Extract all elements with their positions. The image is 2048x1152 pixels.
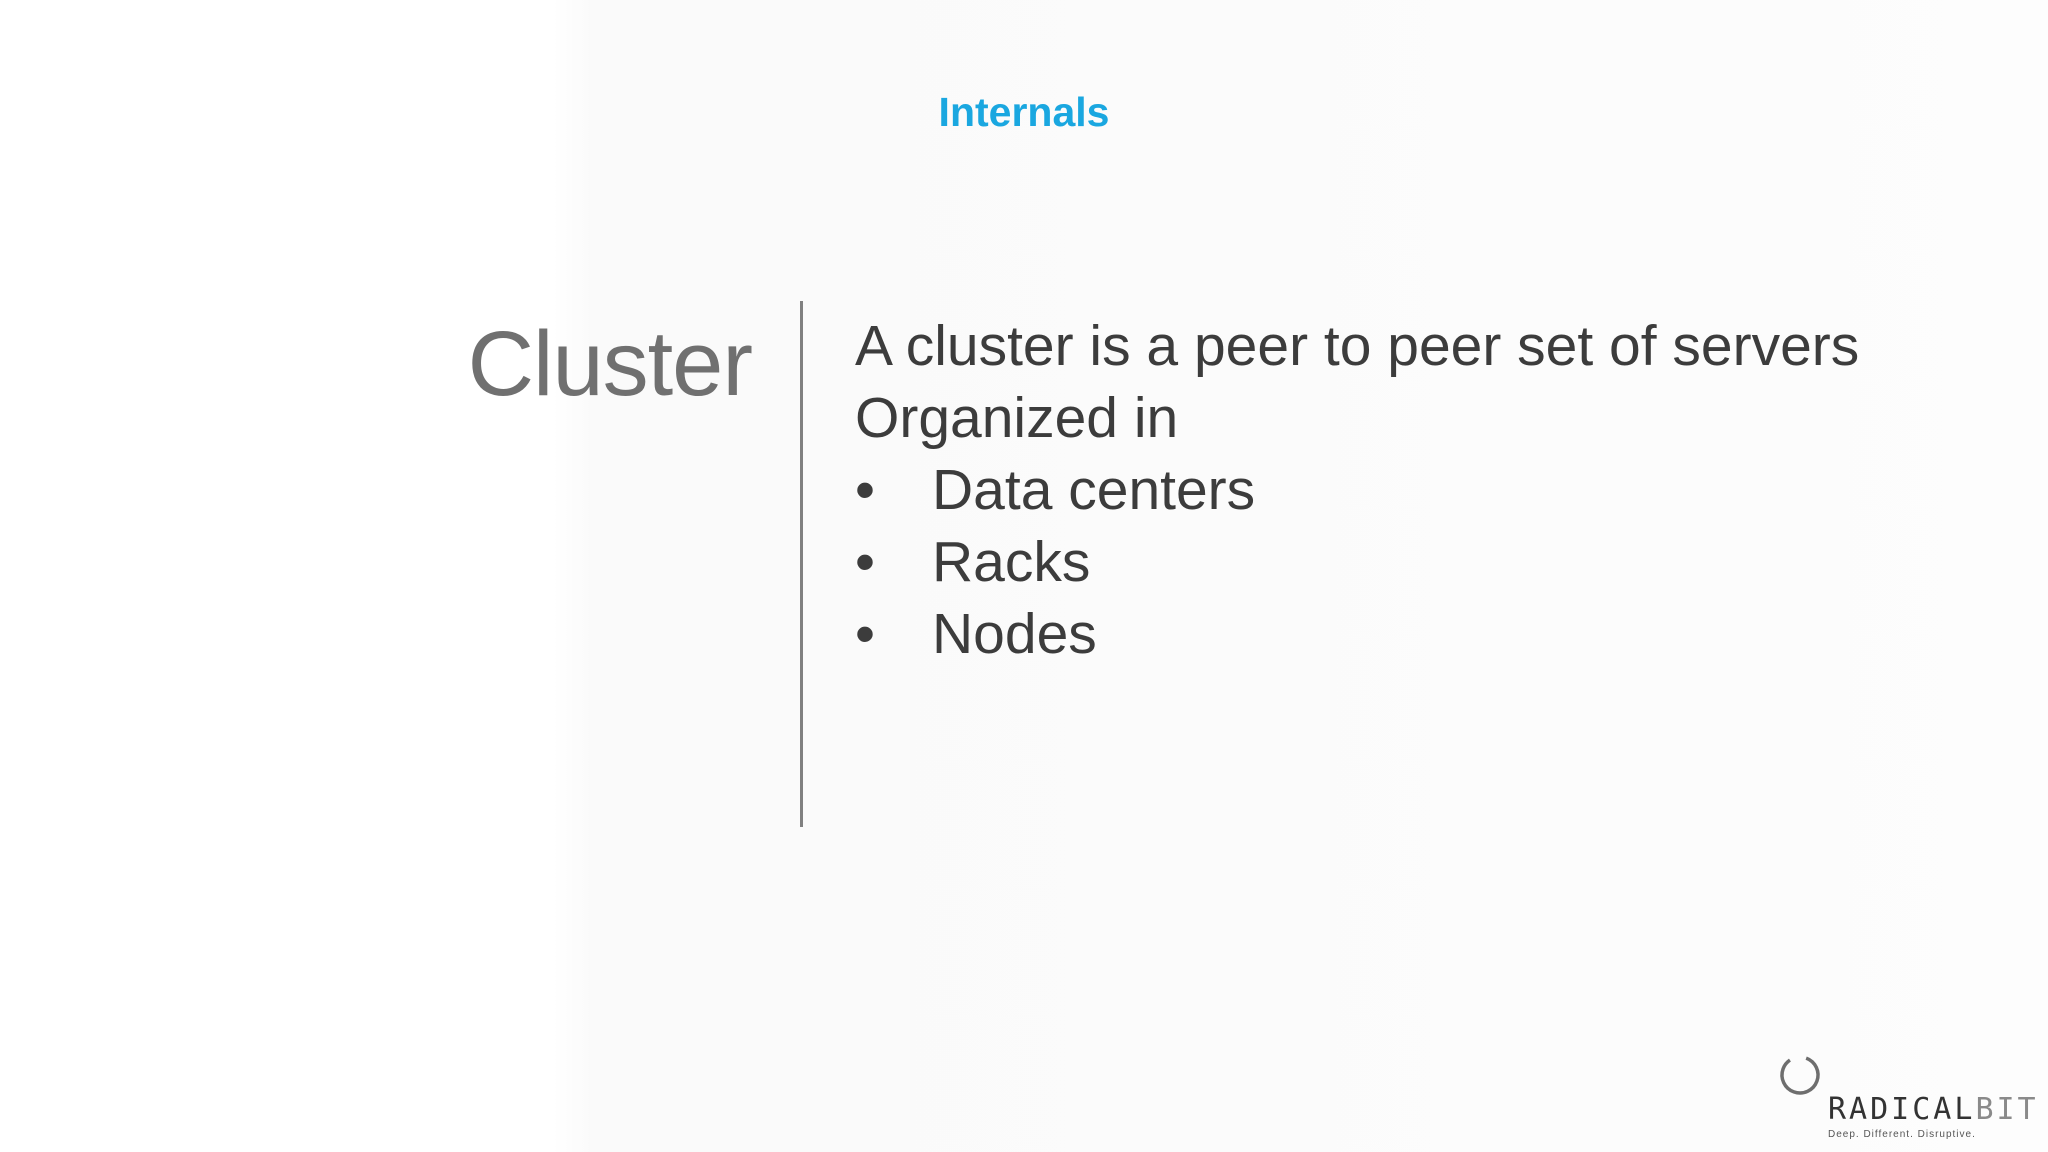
- bullet-item: • Data centers: [855, 454, 1859, 526]
- content-line-organized: Organized in: [855, 386, 1179, 450]
- radicalbit-logo: RADICALBIT Deep. Different. Disruptive.: [1778, 1053, 2036, 1143]
- bullet-icon: •: [855, 530, 875, 594]
- logo-tagline: Deep. Different. Disruptive.: [1828, 1129, 1976, 1140]
- slide-title: Internals: [938, 89, 1110, 135]
- section-label: Cluster: [467, 313, 753, 415]
- bullet-text: Data centers: [932, 458, 1256, 522]
- bullet-list: • Data centers • Racks • Nodes: [855, 454, 1859, 670]
- bullet-icon: •: [855, 602, 875, 666]
- logo-word-light: BIT: [1975, 1092, 2039, 1127]
- logo-wordmark: RADICALBIT: [1828, 1093, 2039, 1127]
- bullet-item: • Nodes: [855, 598, 1859, 670]
- bullet-icon: •: [855, 458, 875, 522]
- vertical-divider: [800, 301, 803, 827]
- bullet-item: • Racks: [855, 526, 1859, 598]
- logo-word-bold: RADICAL: [1828, 1092, 1976, 1127]
- logo-ring-icon: [1780, 1055, 1820, 1095]
- bullet-text: Nodes: [932, 602, 1097, 666]
- content-block: A cluster is a peer to peer set of serve…: [855, 310, 1859, 670]
- bullet-text: Racks: [932, 530, 1091, 594]
- content-line-definition: A cluster is a peer to peer set of serve…: [855, 314, 1860, 378]
